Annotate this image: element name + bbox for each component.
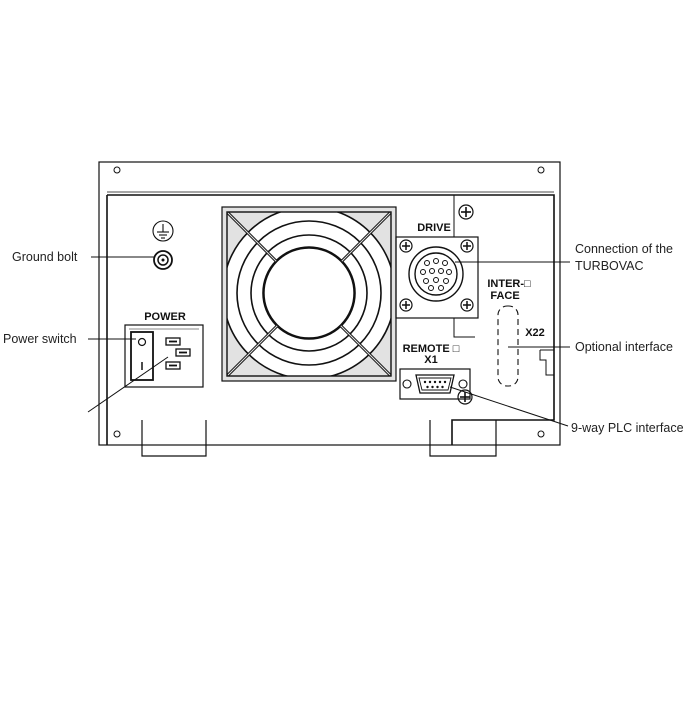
- x1-label: X1: [424, 354, 437, 366]
- interface-bracket: [539, 349, 554, 376]
- plc-interface-leader: [449, 386, 569, 427]
- power-switch-callout: Power switch: [3, 332, 77, 346]
- leader-lines: [87, 256, 570, 427]
- inner-panel: [106, 194, 555, 445]
- connection-callout-line2: TURBOVAC: [575, 259, 644, 273]
- socket-leader: [87, 356, 169, 413]
- housing-outline: [98, 161, 561, 446]
- plc-interface-callout: 9-way PLC interface: [571, 421, 684, 435]
- x22-label: X22: [525, 327, 545, 339]
- rocker-switch-icon: [130, 331, 154, 381]
- left-foot: [141, 420, 207, 457]
- mounting-hole: [537, 166, 545, 174]
- d-sub-connector-icon: [399, 368, 471, 400]
- ground-bolt: [153, 250, 173, 270]
- right-foot: [429, 420, 497, 457]
- housing-feet: [99, 420, 560, 457]
- ground-bolt-callout: Ground bolt: [12, 250, 78, 264]
- power-module: [124, 324, 204, 388]
- mounting-screw-icon: [399, 239, 474, 312]
- connection-callout-line1: Connection of the: [575, 242, 673, 256]
- remote-label: REMOTE □: [403, 343, 460, 355]
- mounting-holes: [113, 166, 545, 438]
- cooling-fan-icon: [221, 206, 397, 382]
- drive-bay-outline: [453, 195, 479, 338]
- mounting-hole: [537, 430, 545, 438]
- power-label: POWER: [144, 311, 186, 323]
- mounting-hole: [113, 430, 121, 438]
- face-label: FACE: [490, 290, 519, 302]
- optional-interface-callout: Optional interface: [575, 340, 673, 354]
- ground-symbol-icon: [152, 220, 174, 242]
- power-socket-icon: [165, 337, 191, 370]
- drive-connector: [395, 236, 479, 319]
- mounting-screw-icon: [457, 204, 474, 405]
- optional-interface-slot: [497, 305, 519, 387]
- mounting-hole: [113, 166, 121, 174]
- drive-label: DRIVE: [417, 222, 451, 234]
- circular-connector-icon: [408, 246, 464, 302]
- inter-label: INTER-□: [487, 278, 531, 290]
